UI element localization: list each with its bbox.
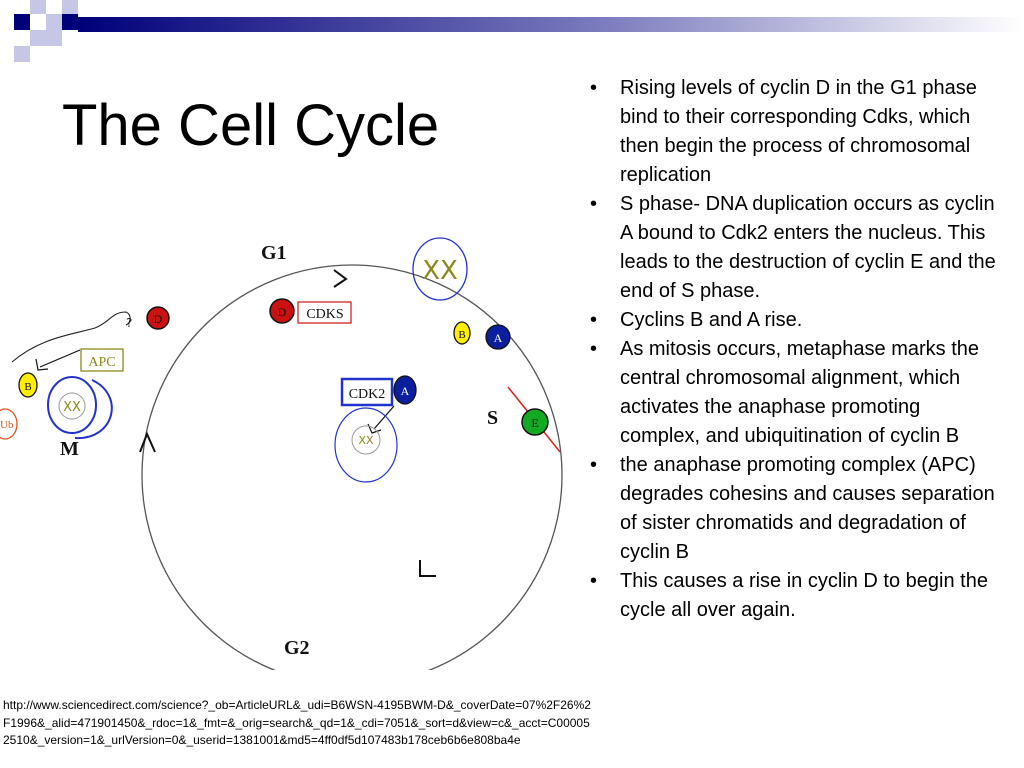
nucleus-left [47, 376, 97, 434]
ubiquitin-circle [0, 408, 18, 440]
ubiquitin-chain-end: ? [126, 316, 132, 330]
bullet-dot: • [590, 454, 598, 476]
header-decoration [14, 0, 1024, 62]
bullet-item: • This causes a rise in cyclin D to begin… [582, 567, 1002, 625]
deco-square [30, 0, 46, 14]
cdks-box [297, 301, 352, 324]
bullet-item: • As mitosis occurs, metaphase marks the … [582, 335, 1002, 451]
cell-cycle-diagram: G1 S G2 M XX D D CDKS B A CDK2 A XX [0, 237, 563, 670]
apc-label: APC [88, 355, 115, 370]
chromosomes-left: XX [63, 400, 81, 415]
deco-square [46, 30, 62, 46]
bullet-item: • Cyclins B and A rise. [582, 306, 1002, 335]
bullet-text: This causes a rise in cyclin D to begin … [620, 570, 988, 621]
ubiquitin-label: Ub [0, 419, 14, 431]
cyclin-d-top-label: D [154, 312, 163, 326]
bullet-item: • the anaphase promoting complex (APC) de… [582, 451, 1002, 567]
phase-label-g1: G1 [261, 242, 287, 264]
deco-square [62, 0, 78, 14]
ubiquitin-chain [11, 311, 131, 363]
deco-square [30, 30, 46, 46]
nucleolus-left [58, 392, 86, 420]
cyclin-b-top-label: B [458, 329, 465, 341]
cyclin-e-label: E [531, 416, 538, 430]
arrow-bottom-icon [419, 560, 436, 577]
header-gradient-bar [78, 17, 1024, 32]
bullet-dot: • [590, 77, 598, 99]
cdks-label: CDKS [306, 307, 343, 322]
mitotic-spindle-arc [74, 379, 113, 440]
cyclin-d-center [269, 298, 295, 324]
cdk2-box [340, 377, 394, 407]
cyclin-e [521, 408, 549, 436]
cdk2-label: CDK2 [349, 387, 386, 402]
deco-square [62, 14, 78, 30]
cyclin-b-left [18, 372, 38, 398]
bullet-dot: • [590, 193, 598, 215]
cyclin-d-top [146, 306, 170, 330]
chromosomes-center: XX [358, 434, 374, 447]
nucleolus-center [351, 425, 381, 455]
page-title: The Cell Cycle [62, 93, 440, 158]
cdk2-arrow [373, 405, 395, 430]
nucleus-center [334, 407, 398, 483]
apc-arrow [39, 349, 81, 368]
bullet-dot: • [590, 338, 598, 360]
cdk2-arrowhead-icon [367, 423, 382, 434]
cyclin-a-center [393, 375, 417, 405]
cyclin-b-left-label: B [24, 381, 31, 393]
cyclin-a-top [485, 324, 511, 350]
deco-square [14, 46, 30, 62]
cycle-circle [141, 264, 563, 670]
cyclin-a-center-label: A [401, 384, 410, 398]
cyclin-d-center-label: D [278, 305, 287, 319]
deco-square [14, 14, 30, 30]
bullet-text: Cyclins B and A rise. [620, 309, 803, 331]
bullet-dot: • [590, 309, 598, 331]
deco-square [46, 14, 62, 30]
apc-box [80, 348, 124, 372]
bullet-list: • Rising levels of cyclin D in the G1 pha… [582, 74, 1002, 625]
bullet-dot: • [590, 570, 598, 592]
bullet-item: • Rising levels of cyclin D in the G1 pha… [582, 74, 1002, 190]
arrow-top-icon [333, 269, 348, 288]
source-citation: http://www.sciencedirect.com/science?_ob… [3, 698, 591, 747]
bullet-text: As mitosis occurs, metaphase marks the c… [620, 338, 980, 447]
phase-label-g2: G2 [284, 637, 310, 659]
cyclin-b-top [453, 321, 471, 345]
apc-arrowhead-icon [35, 358, 49, 371]
bullet-item: • S phase- DNA duplication occurs as cycl… [582, 190, 1002, 306]
arrow-left-icon [139, 431, 156, 453]
bullet-text: S phase- DNA duplication occurs as cycli… [620, 193, 996, 302]
bullet-text: the anaphase promoting complex (APC) deg… [620, 454, 995, 563]
phase-label-s: S [487, 407, 498, 429]
phase-label-m: M [60, 438, 79, 460]
chromosomes-top-right: XX [422, 256, 458, 286]
nucleus-top-right [412, 237, 468, 301]
bullet-text: Rising levels of cyclin D in the G1 phas… [620, 77, 977, 186]
cyclin-a-top-label: A [494, 331, 503, 345]
